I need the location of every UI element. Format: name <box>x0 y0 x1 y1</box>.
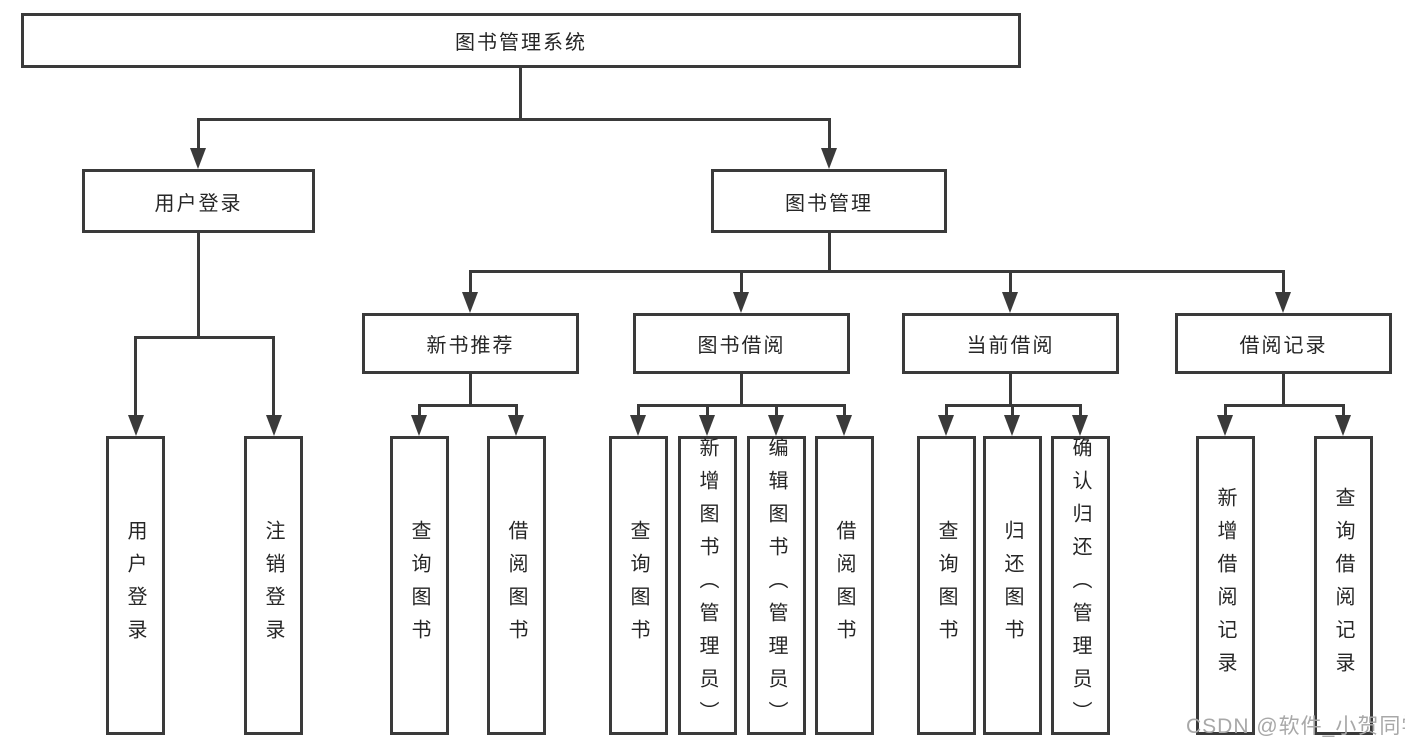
leaf-user-login: 用户登录 <box>106 436 165 735</box>
arrow-down-icon <box>190 148 206 169</box>
leaf-edit-book-admin-label: 编辑图书（管理员） <box>765 437 787 734</box>
connector-drop-current-borrow <box>1009 270 1012 295</box>
node-new-book-recommend: 新书推荐 <box>362 313 579 374</box>
connector-drop-new-book <box>469 270 472 295</box>
connector-book-borrow-stem <box>740 374 743 406</box>
leaf-query-borrow-record-label: 查询借阅记录 <box>1332 486 1354 685</box>
arrow-down-icon <box>1072 415 1088 436</box>
node-root: 图书管理系统 <box>21 13 1021 68</box>
node-current-borrowing-label: 当前借阅 <box>966 335 1055 357</box>
node-user-login: 用户登录 <box>82 169 315 233</box>
connector-user-login-stem <box>197 233 200 338</box>
connector-drop <box>515 404 518 417</box>
arrow-down-icon <box>630 415 646 436</box>
node-book-borrowing: 图书借阅 <box>633 313 850 374</box>
arrow-down-icon <box>1217 415 1233 436</box>
leaf-edit-book-admin: 编辑图书（管理员） <box>747 436 806 735</box>
connector-user-login-branch <box>134 336 275 339</box>
connector-new-book-stem <box>469 374 472 406</box>
leaf-confirm-return-admin-label: 确认归还（管理员） <box>1069 437 1091 734</box>
leaf-query-borrow-record: 查询借阅记录 <box>1314 436 1373 735</box>
node-book-management-label: 图书管理 <box>785 192 873 215</box>
node-borrowing-records-label: 借阅记录 <box>1239 335 1328 357</box>
arrow-down-icon <box>1002 292 1018 313</box>
connector-drop <box>945 404 948 417</box>
leaf-borrow-book-borrowing: 借阅图书 <box>815 436 874 735</box>
connector-book-mgmt-branch <box>469 270 1285 273</box>
connector-root-stem <box>519 68 522 121</box>
leaf-logout: 注销登录 <box>244 436 303 735</box>
watermark: CSDN @软件_小贺同学 <box>1186 715 1405 738</box>
leaf-add-book-admin: 新增图书（管理员） <box>678 436 737 735</box>
connector-drop <box>1342 404 1345 417</box>
connector-borrow-records-stem <box>1282 374 1285 406</box>
node-book-borrowing-label: 图书借阅 <box>697 335 786 357</box>
connector-drop <box>637 404 640 417</box>
connector-current-borrow-stem <box>1009 374 1012 406</box>
leaf-add-borrow-record-label: 新增借阅记录 <box>1214 486 1236 685</box>
connector-drop-book-mgmt <box>828 118 831 150</box>
connector-drop-borrow-records <box>1282 270 1285 295</box>
leaf-query-book-borrowing-label: 查询图书 <box>627 519 649 652</box>
arrow-down-icon <box>1335 415 1351 436</box>
connector-book-mgmt-stem <box>828 233 831 272</box>
connector-drop <box>775 404 778 417</box>
arrow-down-icon <box>508 415 524 436</box>
arrow-down-icon <box>821 148 837 169</box>
leaf-borrow-book-recommend-label: 借阅图书 <box>505 519 527 652</box>
arrow-down-icon <box>1275 292 1291 313</box>
node-borrowing-records: 借阅记录 <box>1175 313 1392 374</box>
arrow-down-icon <box>768 415 784 436</box>
leaf-query-book-recommend: 查询图书 <box>390 436 449 735</box>
connector-borrow-records-branch <box>1224 404 1345 407</box>
connector-drop <box>843 404 846 417</box>
connector-drop-leaf-login <box>134 336 137 417</box>
leaf-query-book-borrowing: 查询图书 <box>609 436 668 735</box>
connector-drop <box>1224 404 1227 417</box>
connector-drop <box>1079 404 1082 417</box>
leaf-add-borrow-record: 新增借阅记录 <box>1196 436 1255 735</box>
connector-drop-leaf-logout <box>272 336 275 417</box>
leaf-borrow-book-borrowing-label: 借阅图书 <box>833 519 855 652</box>
node-root-label: 图书管理系统 <box>455 32 587 54</box>
leaf-return-book-label: 归还图书 <box>1001 519 1023 652</box>
leaf-confirm-return-admin: 确认归还（管理员） <box>1051 436 1110 735</box>
connector-drop-user-login <box>197 118 200 150</box>
connector-drop <box>706 404 709 417</box>
connector-book-borrow-branch <box>637 404 846 407</box>
arrow-down-icon <box>1004 415 1020 436</box>
connector-drop <box>418 404 421 417</box>
arrow-down-icon <box>699 415 715 436</box>
connector-drop-book-borrow <box>740 270 743 295</box>
node-user-login-label: 用户登录 <box>154 192 243 215</box>
arrow-down-icon <box>266 415 282 436</box>
leaf-add-book-admin-label: 新增图书（管理员） <box>696 437 718 734</box>
leaf-borrow-book-recommend: 借阅图书 <box>487 436 546 735</box>
arrow-down-icon <box>938 415 954 436</box>
leaf-return-book: 归还图书 <box>983 436 1042 735</box>
connector-drop <box>1011 404 1014 417</box>
arrow-down-icon <box>411 415 427 436</box>
node-new-book-recommend-label: 新书推荐 <box>426 335 515 357</box>
leaf-user-login-label: 用户登录 <box>124 519 146 652</box>
arrow-down-icon <box>733 292 749 313</box>
leaf-query-book-recommend-label: 查询图书 <box>408 519 430 652</box>
node-current-borrowing: 当前借阅 <box>902 313 1119 374</box>
arrow-down-icon <box>462 292 478 313</box>
leaf-query-book-current-label: 查询图书 <box>935 519 957 652</box>
node-book-management: 图书管理 <box>711 169 947 233</box>
arrow-down-icon <box>128 415 144 436</box>
leaf-query-book-current: 查询图书 <box>917 436 976 735</box>
connector-new-book-branch <box>418 404 518 407</box>
arrow-down-icon <box>836 415 852 436</box>
connector-root-branch <box>197 118 831 121</box>
leaf-logout-label: 注销登录 <box>262 519 284 652</box>
